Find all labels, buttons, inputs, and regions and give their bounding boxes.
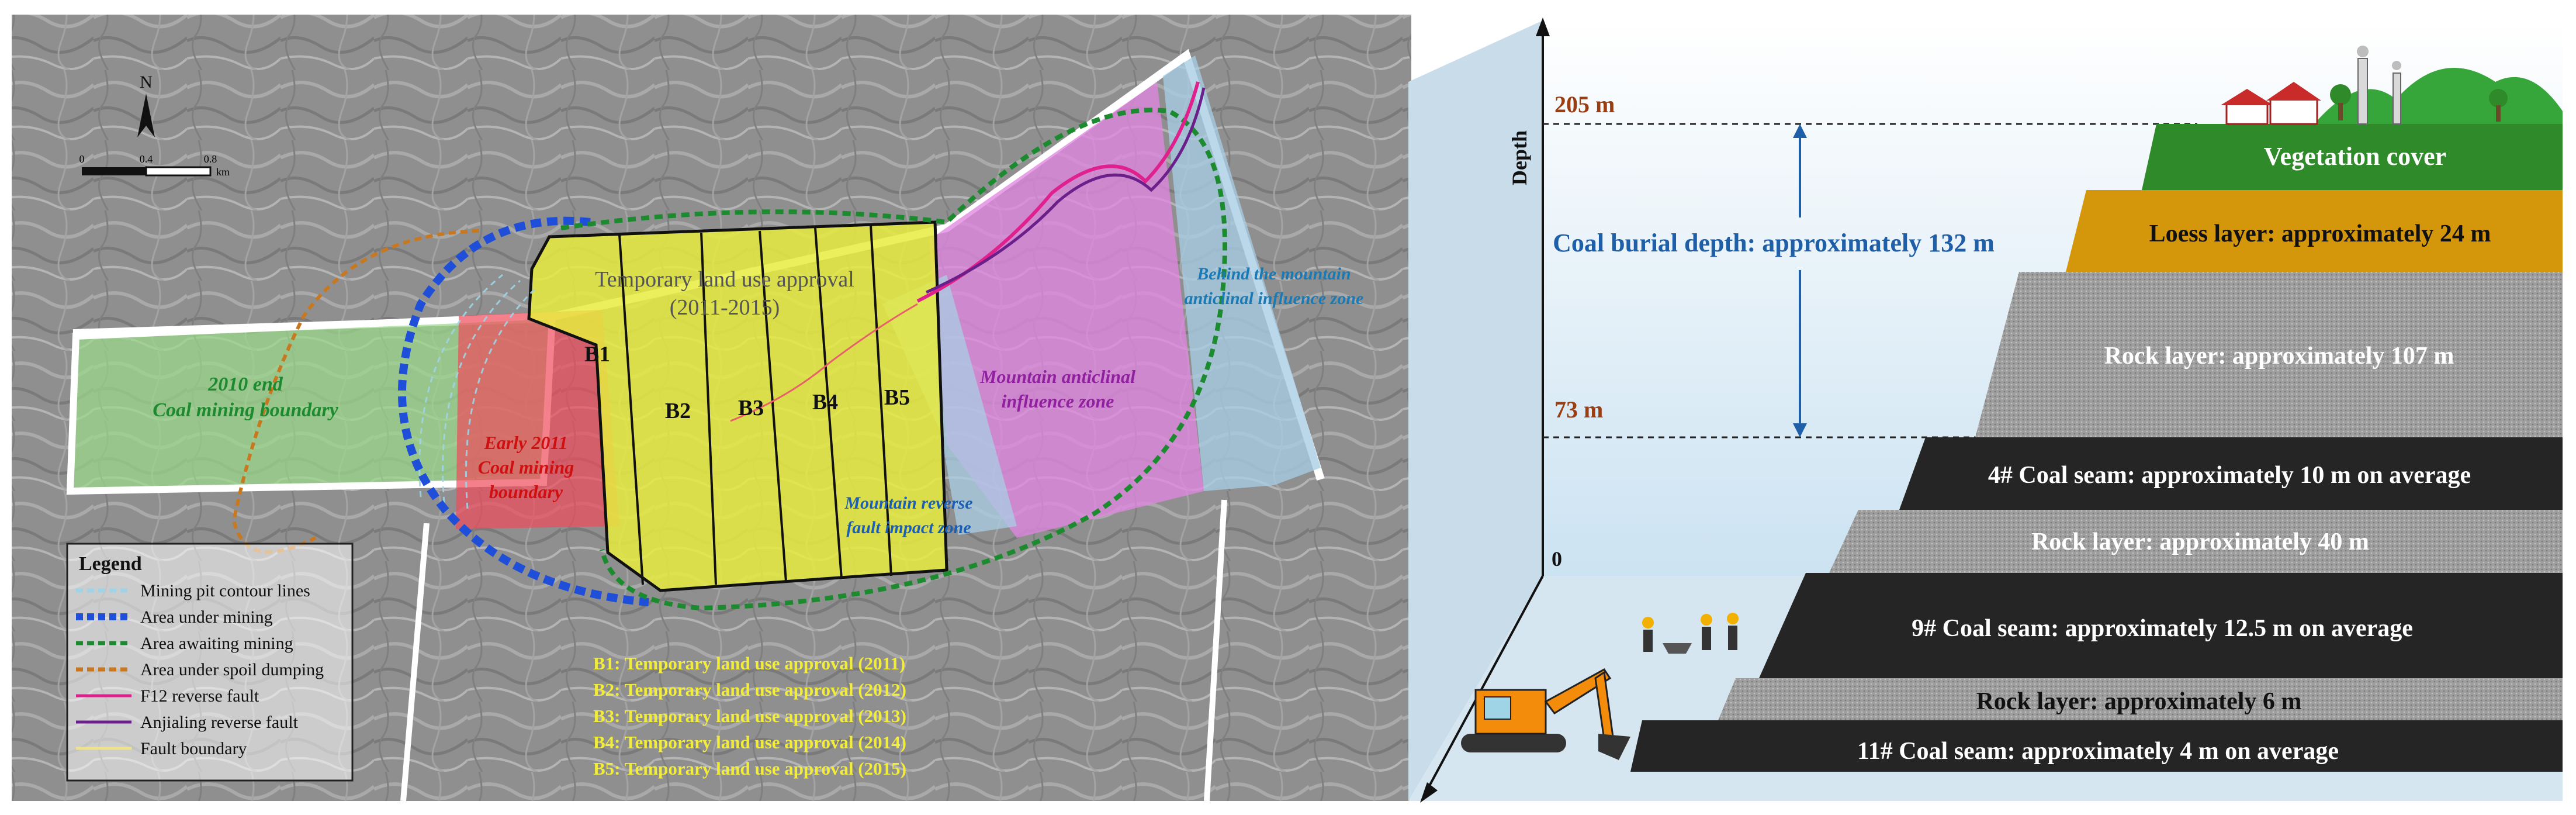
- zone-label-2011: boundary: [489, 481, 563, 502]
- rock-layer-6: [1718, 678, 2563, 720]
- burial-arrowhead-down: [1793, 423, 1807, 437]
- layer-label-coal-9: 9# Coal seam: approximately 12.5 m on av…: [1912, 615, 2413, 642]
- zone-early-2011: [456, 310, 619, 529]
- house-icon: [2221, 82, 2321, 125]
- legend-label: Area under mining: [140, 607, 273, 627]
- zone-label-2011: Early 2011: [483, 432, 567, 453]
- legend-label: Anjialing reverse fault: [140, 713, 299, 732]
- boundary-strip: [400, 523, 430, 802]
- approval-b2: B2: Temporary land use approval (2012): [593, 679, 906, 700]
- layer-label-coal-11: 11# Coal seam: approximately 4 m on aver…: [1857, 738, 2339, 765]
- legend-title: Legend: [79, 553, 142, 575]
- burial-depth-label: Coal burial depth: approximately 132 m: [1553, 229, 1995, 257]
- layer-label-coal-4: 4# Coal seam: approximately 10 m on aver…: [1988, 462, 2471, 489]
- miners-icon: [1642, 613, 1739, 654]
- layer-label-vegetation: Vegetation cover: [2264, 142, 2446, 171]
- vegetation-layer: [2142, 124, 2563, 190]
- zone-label-behind-mountain: Behind the mountain: [1196, 264, 1351, 284]
- loess-layer: [2066, 190, 2563, 272]
- area-awaiting-mining: [560, 108, 1227, 611]
- layer-label-loess: Loess layer: approximately 24 m: [2149, 220, 2491, 247]
- temp-approval-area: [527, 220, 948, 592]
- scale-tick: 0.4: [140, 153, 153, 165]
- approval-b3: B3: Temporary land use approval (2013): [593, 706, 906, 726]
- block-label-b2: B2: [665, 399, 691, 423]
- block-dividers: [618, 225, 892, 585]
- block-label-b4: B4: [812, 390, 838, 415]
- legend-label: Area awaiting mining: [140, 634, 293, 653]
- approval-b1: B1: Temporary land use approval (2011): [593, 653, 905, 674]
- coal-seam-11: [1630, 720, 2563, 772]
- f12-reverse-fault: [916, 81, 1200, 303]
- diagonal-axis-arrow: [1420, 782, 1438, 803]
- north-label: N: [140, 72, 153, 92]
- profile-panel: Depth 0 205 m 73 m Coal burial depth: ap…: [1408, 18, 2563, 803]
- side-wall: [1408, 20, 1543, 801]
- excavator-icon: [1461, 668, 1630, 760]
- tree-icon: [2330, 84, 2508, 122]
- layer-label-rock-107: Rock layer: approximately 107 m: [2104, 343, 2454, 369]
- zone-label-behind-mountain: anticlinal influence zone: [1185, 289, 1364, 308]
- block-label-b5: B5: [884, 385, 910, 410]
- temp-approval-title: Temporary land use approval: [595, 267, 854, 292]
- depth-axis-diagonal: [1425, 575, 1544, 793]
- approval-b5: B5: Temporary land use approval (2015): [593, 758, 906, 779]
- area-under-mining: [398, 216, 649, 606]
- legend-label: F12 reverse fault: [140, 686, 259, 706]
- block-label-b1: B1: [584, 342, 610, 367]
- area-under-spoil-dumping: [231, 229, 480, 554]
- scale-tick: 0: [79, 153, 85, 165]
- zone-label-2010: Coal mining boundary: [153, 399, 338, 421]
- layer-label-rock-40: Rock layer: approximately 40 m: [2031, 529, 2369, 555]
- block-label-b3: B3: [738, 396, 764, 420]
- zone-label-2010: 2010 end: [207, 374, 283, 395]
- fault-boundary: [730, 303, 918, 422]
- legend-label: Area under spoil dumping: [140, 660, 324, 679]
- layer-label-rock-6: Rock layer: approximately 6 m: [1976, 688, 2302, 715]
- coal-seam-9: [1759, 573, 2563, 678]
- factory-chimney-icon: [2357, 46, 2401, 125]
- zone-label-anticlinal: influence zone: [1002, 391, 1114, 412]
- scale-unit: km: [216, 166, 230, 178]
- anjialing-reverse-fault: [925, 87, 1206, 294]
- approval-list: B1: Temporary land use approval (2011) B…: [593, 653, 906, 779]
- burial-arrowhead-up: [1793, 124, 1807, 138]
- legend-label: Mining pit contour lines: [140, 581, 310, 600]
- rock-layer-40: [1829, 510, 2563, 573]
- rock-layer-107: [1975, 272, 2563, 437]
- coal-seam-4: [1899, 437, 2563, 510]
- scale-bar: 0 0.4 0.8 km: [79, 153, 230, 178]
- depth-label-205: 205 m: [1554, 91, 1615, 118]
- boundary-strip: [1204, 499, 1227, 802]
- depth-axis-arrow: [1536, 18, 1550, 36]
- approval-b4: B4: Temporary land use approval (2014): [593, 732, 906, 752]
- map-panel: N 0 0.4 0.8 km Temporary land use approv…: [12, 15, 1411, 802]
- scale-tick: 0.8: [204, 153, 217, 165]
- depth-axis-label: Depth: [1508, 130, 1531, 185]
- surface-scenery: [2221, 46, 2563, 125]
- origin-label: 0: [1552, 547, 1562, 571]
- depth-label-73: 73 m: [1554, 396, 1603, 423]
- mining-pit-contours: [418, 274, 539, 509]
- north-arrow: N: [137, 72, 155, 137]
- temp-approval-years: (2011-2015): [670, 295, 780, 320]
- zone-label-reverse-fault: fault impact zone: [846, 518, 971, 537]
- zone-label-reverse-fault: Mountain reverse: [844, 493, 972, 513]
- legend-label: Fault boundary: [140, 739, 247, 758]
- zone-label-2011: Coal mining: [478, 457, 574, 478]
- zone-label-anticlinal: Mountain anticlinal: [979, 366, 1135, 387]
- zone-mountain-anticlinal: [929, 82, 1204, 538]
